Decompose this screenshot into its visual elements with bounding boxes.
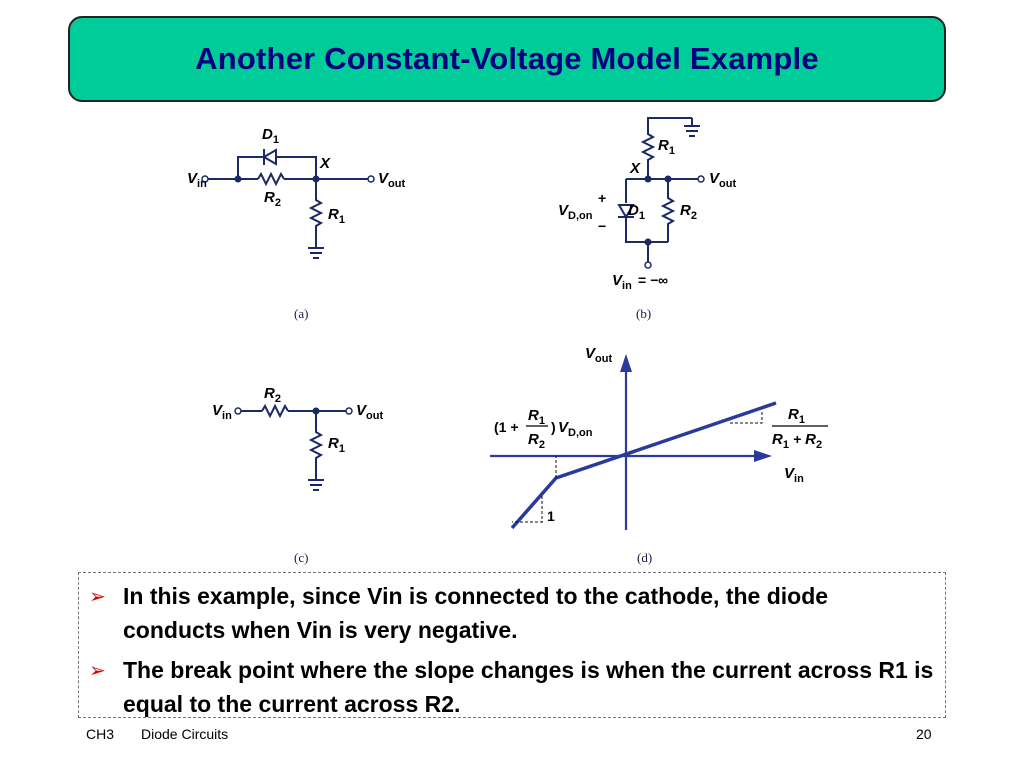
- unity-slope-label: 1: [547, 508, 555, 524]
- slope-label: R1 R1+R2: [772, 406, 828, 451]
- footer-chapter: CH3: [86, 726, 115, 742]
- x-label-b: X: [629, 160, 641, 177]
- bullet-text: In this example, since Vin is connected …: [123, 583, 829, 643]
- vout-label-c: Vout: [356, 402, 383, 422]
- vin-label-b: Vin= −∞: [612, 272, 668, 292]
- vdon-label-b: VD,on: [558, 202, 593, 222]
- y-axis-label: Vout: [585, 345, 612, 365]
- caption-d: (d): [637, 550, 652, 565]
- svg-text:(1 +: (1 +: [494, 419, 519, 435]
- vout-label-b: Vout: [709, 170, 736, 190]
- vout-terminal-c: [345, 407, 353, 415]
- bullet-arrow-icon: ➢: [89, 584, 106, 608]
- d1-label-a: D1: [262, 126, 279, 146]
- bullet-arrow-icon: ➢: [89, 658, 106, 682]
- d1-label-b: D1: [628, 202, 645, 222]
- footer-topic: Diode Circuits: [141, 726, 229, 742]
- diode-d1-b: [617, 204, 635, 219]
- r1-label-a: R1: [328, 206, 345, 226]
- r1-label-b: R1: [658, 137, 675, 157]
- diode-d1-a: [262, 148, 277, 166]
- bullet-text: The break point where the slope changes …: [123, 657, 934, 717]
- x-axis-label: Vin: [784, 465, 804, 485]
- x-label-a: X: [319, 155, 331, 172]
- r2-label-a: R2: [264, 189, 281, 209]
- svg-text:R1: R1: [528, 407, 545, 427]
- caption-a: (a): [294, 306, 308, 321]
- circuit-b: R1 X Vout + − VD,on D1 R2 Vin= −∞ (b): [558, 117, 736, 321]
- svg-text:R1: R1: [788, 406, 805, 426]
- r1-label-c: R1: [328, 435, 345, 455]
- graph-d: Vout Vin (1 + R1 R2 ) VD,on R1 R1+R2 1 (…: [490, 345, 828, 565]
- bullet-item: ➢ In this example, since Vin is connecte…: [89, 579, 935, 647]
- caption-c: (c): [294, 550, 308, 565]
- page-number: 20: [916, 726, 932, 742]
- page-title: Another Constant-Voltage Model Example: [195, 41, 819, 76]
- vin-label-c: Vin: [212, 402, 232, 422]
- circuit-a: D1 X R2 R1 Vin Vout (a): [187, 126, 405, 321]
- plus-sign-b: +: [598, 190, 606, 206]
- vin-label-a: Vin: [187, 170, 207, 190]
- caption-b: (b): [636, 306, 651, 321]
- r2-label-c: R2: [264, 385, 281, 405]
- svg-text:): ): [551, 419, 556, 435]
- svg-text:VD,on: VD,on: [558, 419, 593, 439]
- minus-sign-b: −: [598, 218, 606, 234]
- bullet-item: ➢ The break point where the slope change…: [89, 653, 935, 721]
- title-banner: Another Constant-Voltage Model Example: [68, 16, 946, 102]
- figure-area: D1 X R2 R1 Vin Vout (a) R1 X Vout + − VD…: [187, 117, 828, 565]
- vin-terminal-c: [234, 407, 242, 415]
- vout-terminal-a: [367, 175, 375, 183]
- svg-text:R1+R2: R1+R2: [772, 431, 822, 451]
- r2-label-b: R2: [680, 202, 697, 222]
- svg-text:R2: R2: [528, 431, 545, 451]
- vout-label-a: Vout: [378, 170, 405, 190]
- vout-terminal-b: [697, 175, 705, 183]
- circuit-c: R2 Vin Vout R1 (c): [212, 385, 383, 565]
- vin-terminal-b: [644, 261, 652, 269]
- bullet-box: ➢ In this example, since Vin is connecte…: [78, 572, 946, 718]
- breakpoint-label: (1 + R1 R2 ) VD,on: [494, 407, 593, 451]
